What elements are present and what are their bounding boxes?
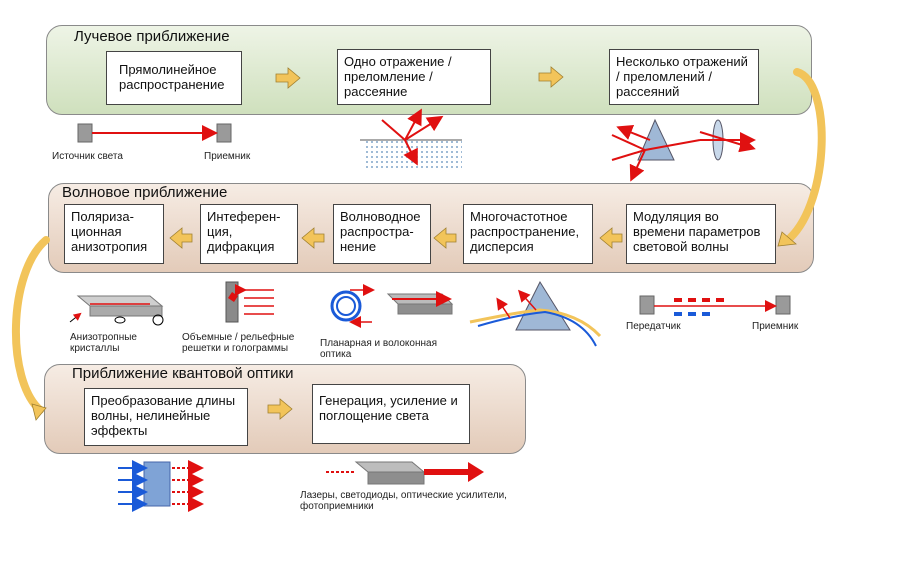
connector-ray-to-wave (786, 68, 826, 242)
nonlinear-crystal-illustration (118, 460, 204, 512)
flow-arrow-4-icon (433, 227, 457, 249)
caption-receiver: Приемник (204, 151, 251, 162)
wave-box-modulation: Модуляция во времени параметров световой… (626, 204, 776, 264)
caption-anisotropic: Анизотропные кристаллы (70, 332, 137, 354)
caption-lasers: Лазеры, светодиоды, оптические усилители… (300, 490, 507, 512)
caption-transmitter: Передатчик (626, 321, 681, 332)
caption-receiver-2: Приемник (752, 321, 799, 332)
flow-arrow-3-icon (599, 227, 623, 249)
quantum-box-generation: Генерация, усиление и поглощение света (312, 384, 470, 444)
wave-panel-title: Волновое приближение (62, 184, 228, 201)
ray-panel-title: Лучевое приближение (74, 28, 230, 45)
multiple-reflection-illustration (611, 118, 756, 182)
caption-source: Источник света (52, 151, 123, 162)
wave-box-dispersion: Многочастотное распространение, дисперси… (463, 204, 593, 264)
connector-wave-to-quantum (11, 236, 50, 414)
ray-box-straight: Прямолинейное распространение (106, 51, 242, 105)
wave-box-polarization: Поляриза-ционная анизотропия (64, 204, 164, 264)
laser-amplifier-illustration (326, 461, 484, 485)
anisotropic-crystal-illustration (69, 295, 164, 326)
grating-illustration (225, 281, 274, 323)
wave-box-waveguide: Волноводное распростра-нение (333, 204, 431, 264)
flow-arrow-7-icon (267, 398, 293, 420)
single-reflection-illustration (360, 108, 462, 169)
flow-arrow-6-icon (169, 227, 193, 249)
dispersion-prism-illustration (469, 280, 602, 347)
quantum-box-conversion: Преобразование длины волны, нелинейные э… (84, 388, 248, 446)
flow-arrow-2-icon (538, 66, 564, 88)
flow-arrow-5-icon (301, 227, 325, 249)
ray-box-single: Одно отражение / преломление / рассеяние (337, 49, 491, 105)
caption-waveguide: Планарная и волоконная оптика (320, 338, 437, 360)
flow-arrows (169, 66, 623, 420)
wave-box-interference: Интеферен-ция, дифракция (200, 204, 298, 264)
straight-propagation-illustration (77, 123, 232, 143)
quantum-panel-title: Приближение квантовой оптики (72, 365, 294, 382)
waveguide-illustration (330, 284, 454, 328)
modulation-illustration (639, 295, 791, 316)
flow-arrow-1-icon (275, 67, 301, 89)
ray-box-multiple: Несколько отражений / преломлений / расс… (609, 49, 759, 105)
curved-connectors (11, 68, 826, 414)
caption-gratings: Объемные / рельефные решетки и голограмм… (182, 332, 295, 354)
